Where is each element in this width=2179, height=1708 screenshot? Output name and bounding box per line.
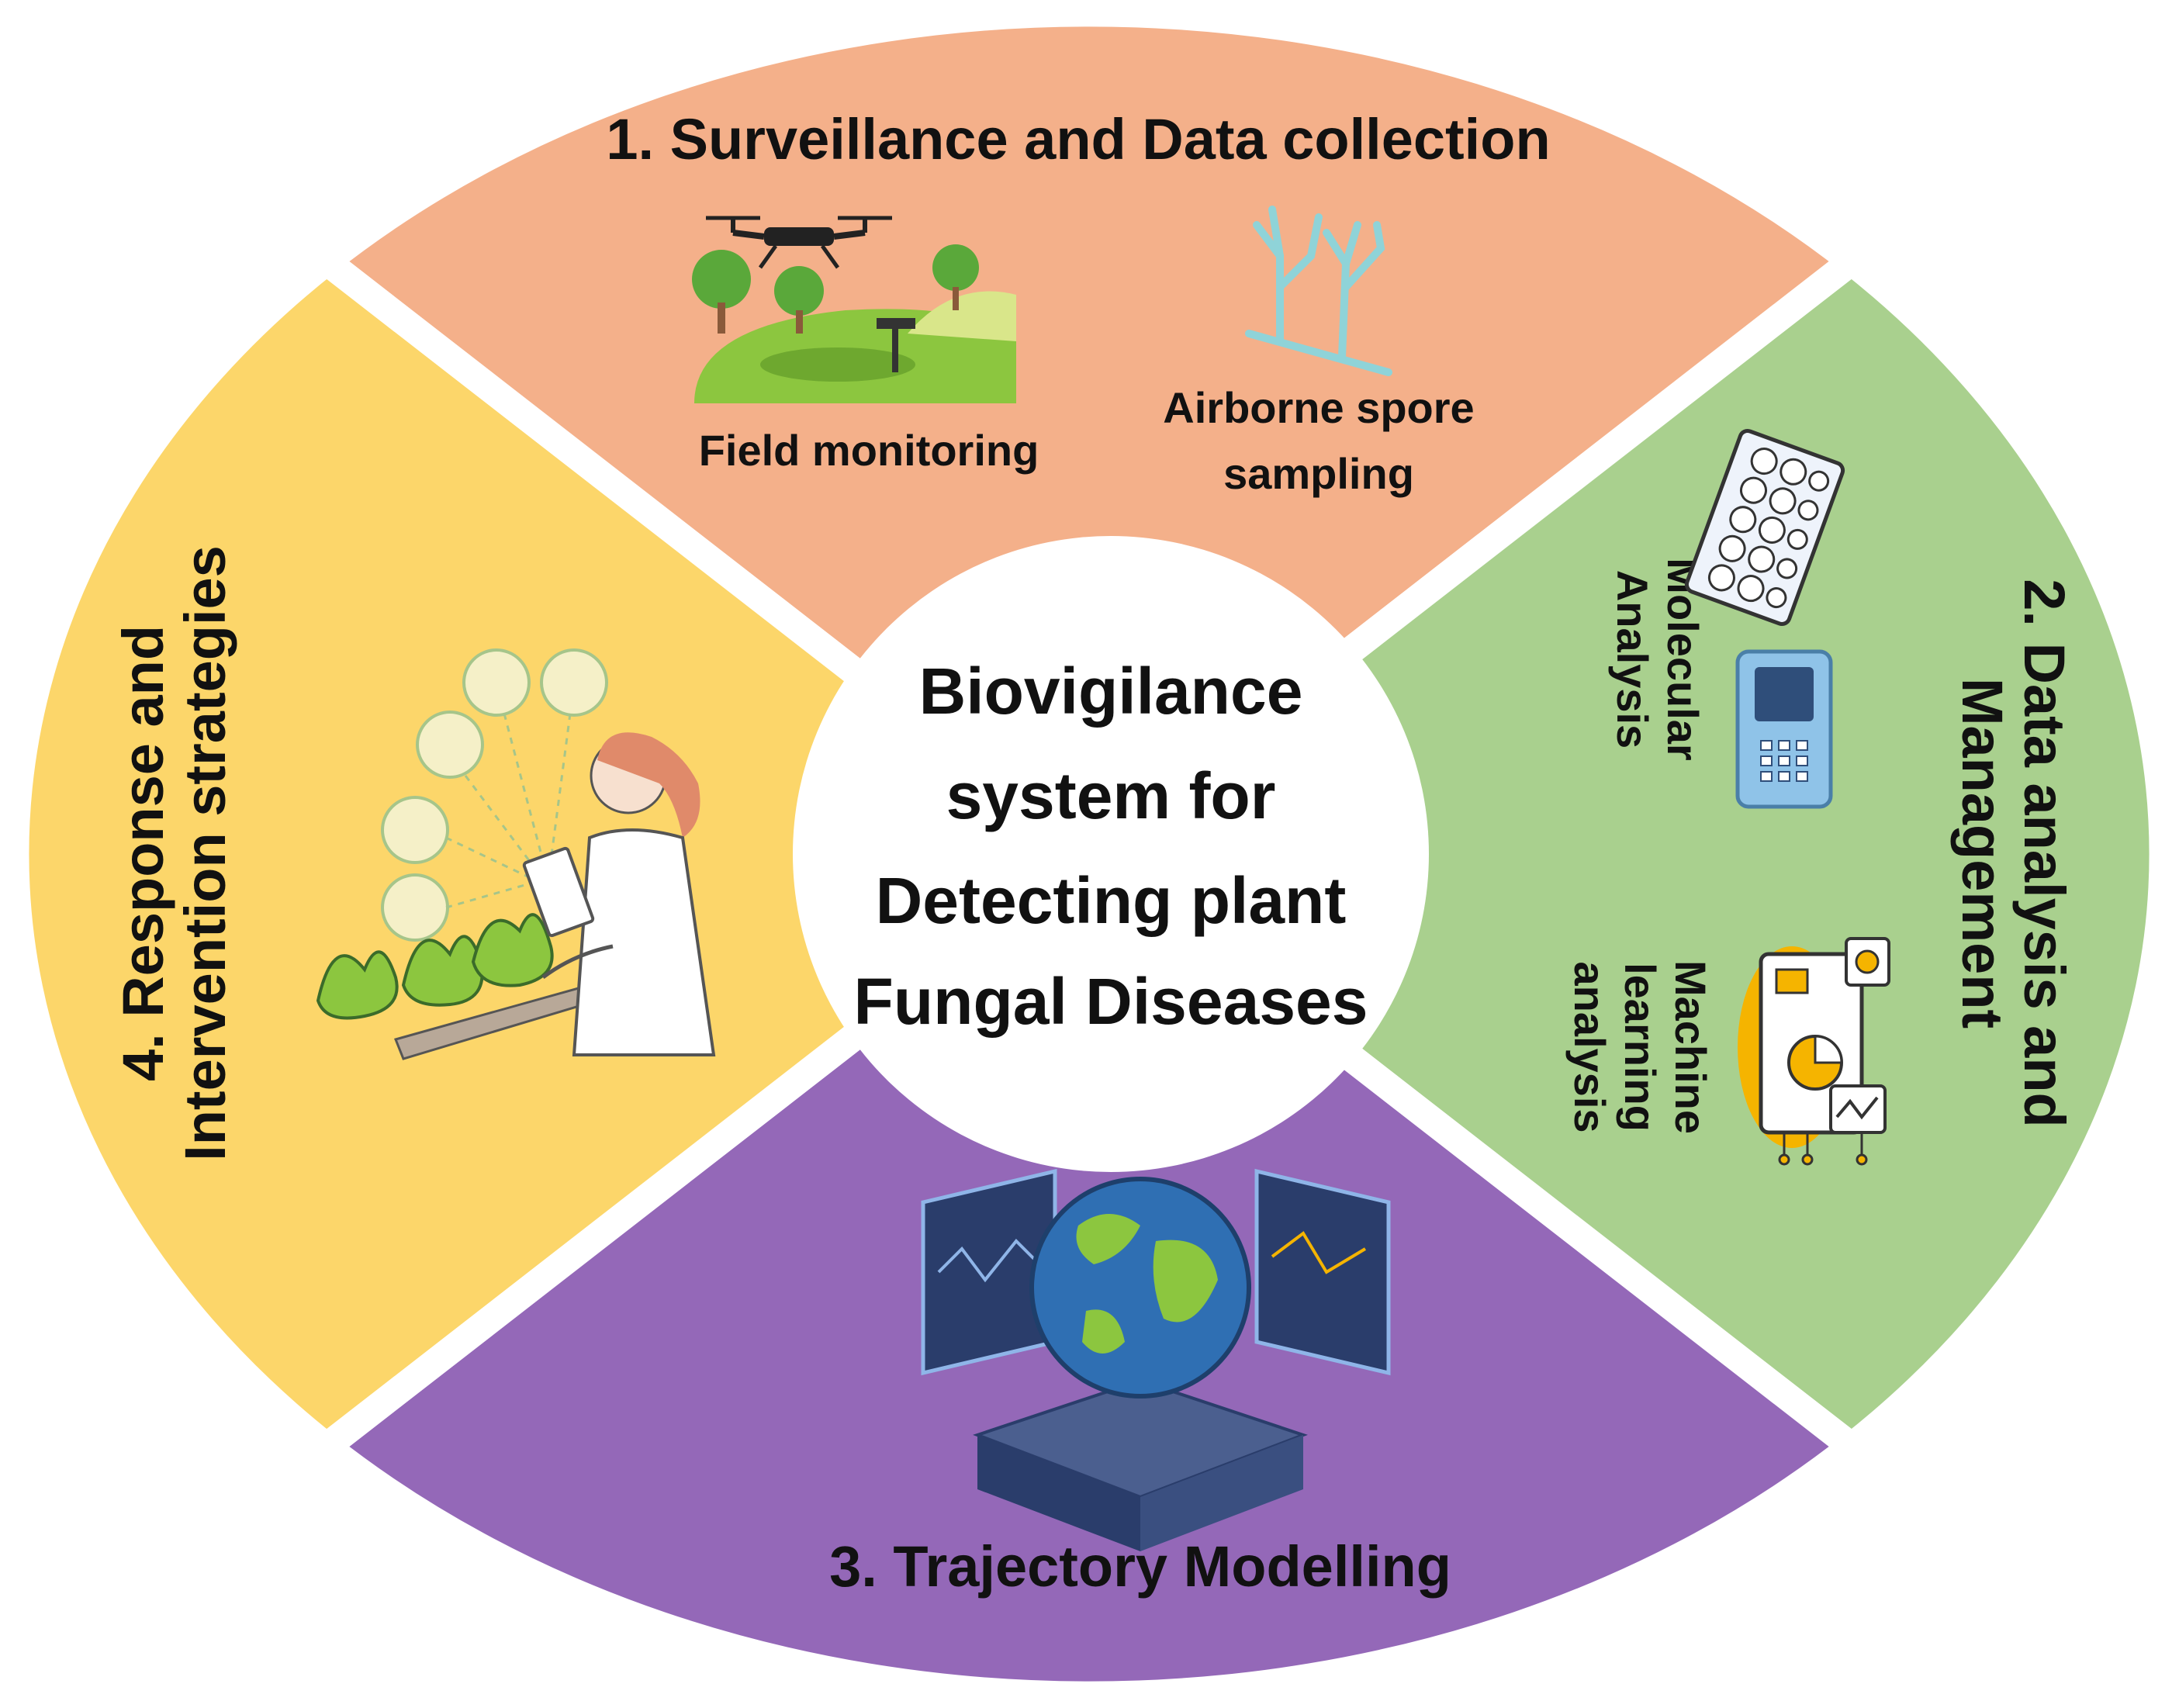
ml-analysis-label: Machine learning analysis [1565, 960, 1715, 1134]
surveillance-title: 1. Surveillance and Data collection [606, 107, 1550, 171]
center-line-2: system for [946, 759, 1276, 832]
ml-line3: analysis [1565, 961, 1614, 1132]
data-analysis-title-line1: 2. Data analysis and [2012, 579, 2077, 1127]
center-title: Biovigilance system for Detecting plant … [854, 655, 1368, 1038]
center-line-1: Biovigilance [919, 655, 1303, 728]
sector-data-analysis [1066, 244, 2177, 1464]
data-analysis-title: 2. Data analysis and Management [1950, 579, 2077, 1127]
ml-line1: Machine [1666, 960, 1715, 1134]
field-monitoring-drone-icon [692, 216, 1016, 403]
molecular-line2: Analysis [1608, 570, 1657, 749]
ml-line2: learning [1616, 963, 1665, 1132]
spore-trap-icon [1245, 206, 1392, 376]
pcr-plate-machine-icon [1684, 429, 1845, 809]
sector-surveillance [303, 0, 1875, 872]
center-circle [793, 536, 1429, 1172]
scientist-with-plants-icon [316, 648, 716, 1060]
center-line-4: Fungal Diseases [854, 965, 1368, 1038]
center-line-3: Detecting plant [876, 864, 1347, 937]
airborne-label-line2: sampling [1223, 449, 1414, 498]
data-analysis-title-line2: Management [1950, 678, 2015, 1029]
response-title-line2: Intervention strategies [173, 545, 237, 1161]
response-title: 4. Response and Intervention strategies [111, 545, 237, 1161]
machine-learning-dashboard-icon [1738, 937, 1890, 1166]
globe-data-center-icon [921, 1168, 1391, 1551]
field-monitoring-label: Field monitoring [699, 426, 1039, 475]
response-title-line1: 4. Response and [111, 625, 175, 1081]
airborne-label-line1: Airborne spore [1163, 383, 1474, 432]
